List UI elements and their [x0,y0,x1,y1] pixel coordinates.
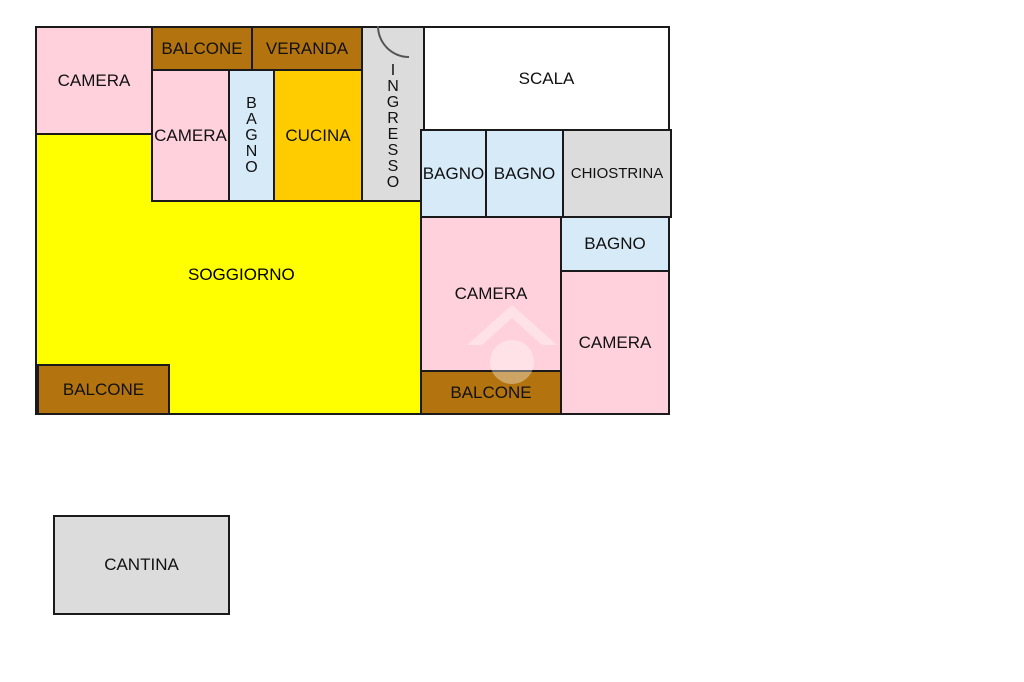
room-balcone-top: BALCONE [151,26,253,71]
room-soggiorno-label: SOGGIORNO [188,265,295,284]
ingresso-letter: S [387,142,399,159]
room-bagno-3: BAGNO [560,216,670,272]
room-bagno-1: BAGNO [420,129,487,218]
room-balcone-bottom-left: BALCONE [37,364,170,415]
room-cantina: CANTINA [53,515,230,615]
ingresso-letter: N [387,78,399,95]
ingresso-letter: S [387,158,399,175]
room-label: CAMERA [57,70,131,90]
bagno-letter: A [246,110,257,128]
room-label: CAMERA [454,284,528,303]
room-label: BAGNO [422,163,485,183]
ingresso-letter: E [387,126,399,143]
ingresso-letter: I [390,62,396,79]
bagno-letter: G [245,126,258,144]
room-chiostrina: CHIOSTRINA [562,129,672,218]
room-label: BALCONE [161,38,243,58]
room-bagno-2: BAGNO [485,129,564,218]
room-label: BALCONE [450,382,532,402]
ingresso-letter: O [386,174,400,191]
ingresso-letter: G [386,94,400,111]
room-label: CAMERA [154,125,227,145]
room-camera-right: CAMERA [560,270,670,415]
ingresso-letter: R [387,110,399,127]
room-camera-top-left: CAMERA [35,26,153,135]
room-camera-small: CAMERA [151,69,230,202]
room-veranda: VERANDA [251,26,363,71]
room-label: BAGNO [493,163,556,183]
room-label: BAGNO [584,234,646,253]
room-scala: SCALA [423,26,670,131]
room-balcone-bottom-center: BALCONE [420,370,562,415]
room-label: CANTINA [104,555,179,574]
bagno-letter: B [246,94,257,112]
bagno-letter: O [245,158,258,176]
room-label: VERANDA [265,38,349,58]
room-label: CUCINA [285,125,351,145]
watermark-logo-icon [467,305,557,384]
bagno-letter: N [245,142,258,160]
room-label: BALCONE [62,379,145,399]
room-label: SCALA [518,68,575,88]
room-cucina: CUCINA [273,69,363,202]
room-label: CHIOSTRINA [570,165,664,182]
room-label: CAMERA [578,332,652,352]
